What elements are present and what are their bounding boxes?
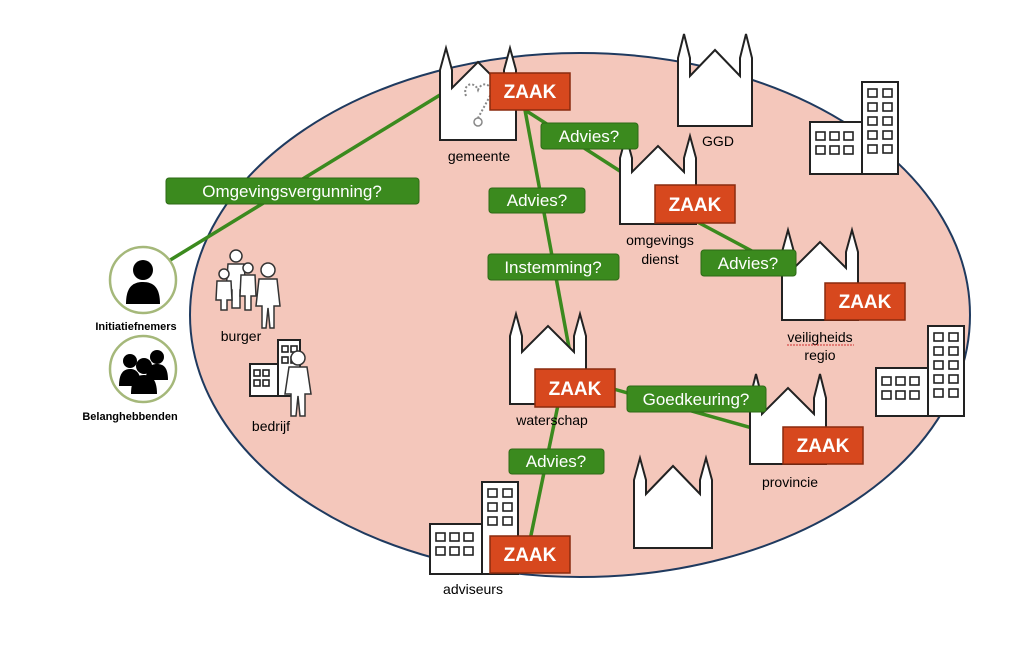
question-advies-adviseurs: Advies? xyxy=(508,448,605,475)
question-omgevingsvergunning: Omgevingsvergunning? xyxy=(165,177,420,205)
question-instemming: Instemming? xyxy=(487,253,620,281)
initiatiefnemers-person-icon xyxy=(108,245,178,315)
zaak-badge-veiligheidsregio: ZAAK xyxy=(824,282,906,321)
svg-text:Omgevingsvergunning?: Omgevingsvergunning? xyxy=(202,182,382,201)
zaak-badge-provincie: ZAAK xyxy=(782,426,864,465)
zaak-badge-adviseurs: ZAAK xyxy=(489,535,571,574)
svg-text:Advies?: Advies? xyxy=(507,191,567,210)
svg-text:Advies?: Advies? xyxy=(718,254,778,273)
label-belanghebbenden: Belanghebbenden xyxy=(82,411,178,423)
svg-text:Advies?: Advies? xyxy=(526,452,586,471)
label-bedrijf: bedrijf xyxy=(252,418,290,434)
label-initiatiefnemers: Initiatiefnemers xyxy=(95,321,176,333)
label-waterschap: waterschap xyxy=(515,412,588,428)
svg-text:ZAAK: ZAAK xyxy=(669,195,722,216)
belanghebbenden-group-icon xyxy=(108,334,178,404)
bedrijf-person-icon xyxy=(284,350,312,417)
label-ggd: GGD xyxy=(702,133,734,149)
label-omgevingsdienst-line2: dienst xyxy=(641,251,678,267)
office-building-icon-top-right xyxy=(809,81,899,175)
label-veiligheidsregio-line1: veiligheids xyxy=(787,329,852,345)
label-adviseurs: adviseurs xyxy=(443,581,503,597)
svg-text:ZAAK: ZAAK xyxy=(504,82,557,103)
church-icon-bottom xyxy=(633,454,713,549)
label-veiligheidsregio-line2: regio xyxy=(804,347,835,363)
ggd-church-icon xyxy=(677,33,753,127)
svg-text:ZAAK: ZAAK xyxy=(549,379,602,400)
question-goedkeuring: Goedkeuring? xyxy=(626,385,767,413)
zaak-badge-gemeente: ZAAK xyxy=(489,72,571,111)
svg-text:Instemming?: Instemming? xyxy=(504,258,601,277)
svg-text:Goedkeuring?: Goedkeuring? xyxy=(643,390,750,409)
zaak-badge-waterschap: ZAAK xyxy=(534,368,616,408)
zaak-badge-omgevingsdienst: ZAAK xyxy=(654,184,736,224)
svg-text:ZAAK: ZAAK xyxy=(797,436,850,457)
svg-text:ZAAK: ZAAK xyxy=(504,545,557,566)
question-advies-waterschap: Advies? xyxy=(488,187,586,214)
question-advies-omgevingsdienst: Advies? xyxy=(540,122,639,150)
label-provincie: provincie xyxy=(762,474,818,490)
burger-people-icon xyxy=(215,249,281,329)
svg-text:Advies?: Advies? xyxy=(559,127,619,146)
label-omgevingsdienst-line1: omgevings xyxy=(626,232,694,248)
question-advies-veiligheidsregio: Advies? xyxy=(700,249,797,277)
label-gemeente: gemeente xyxy=(448,148,510,164)
svg-text:ZAAK: ZAAK xyxy=(839,292,892,313)
label-burger: burger xyxy=(221,328,262,344)
office-building-icon-right xyxy=(875,325,965,417)
